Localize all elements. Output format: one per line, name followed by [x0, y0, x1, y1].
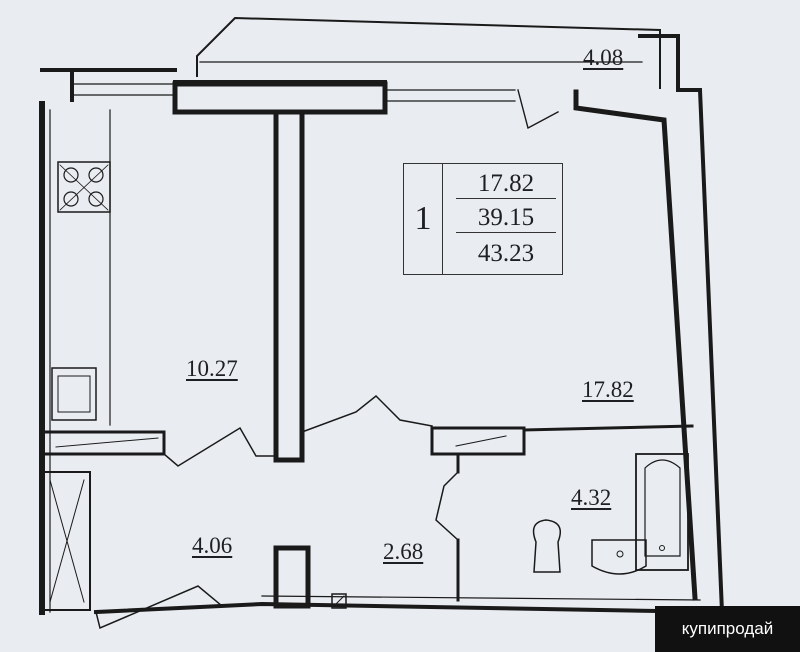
- summary-total-area: 43.23: [477, 240, 535, 267]
- outer-wall-top: [40, 68, 177, 102]
- wardrobe: [41, 471, 91, 611]
- balcony-area-label: 4.08: [583, 45, 624, 70]
- corridor-area-label: 2.68: [383, 539, 424, 564]
- bathtub: [635, 453, 689, 571]
- watermark-badge: купипродай: [655, 606, 800, 652]
- outer-wall-right: [638, 34, 725, 615]
- living-room-area-label: 17.82: [582, 377, 634, 402]
- bottom-wall-inner: [261, 595, 701, 601]
- outer-wall-bottom: [93, 601, 717, 615]
- living-door: [301, 394, 433, 433]
- washbasin: [591, 539, 647, 575]
- toilet: [532, 519, 561, 573]
- inner-wall-right: [573, 89, 698, 601]
- bathroom-area-label: 4.32: [571, 485, 612, 510]
- kitchen-partition: [40, 430, 166, 456]
- bath-door: [435, 470, 460, 542]
- balcony-outline: [196, 16, 661, 89]
- summary-living-area: 17.82: [456, 170, 556, 199]
- balcony-door: [517, 89, 559, 130]
- stub-wall: [273, 545, 311, 609]
- summary-living-total: 39.15: [456, 204, 556, 233]
- hall-area-label: 4.06: [192, 533, 233, 558]
- rooms-count: 1: [404, 164, 443, 274]
- t-wall-top: [172, 81, 388, 115]
- kitchen-door: [162, 426, 277, 467]
- kitchen-area-label: 10.27: [186, 356, 238, 381]
- vent-shaft: [331, 593, 347, 609]
- kitchen-sink: [51, 367, 97, 421]
- t-wall-stem: [273, 109, 305, 463]
- bath-wall-top: [430, 426, 526, 456]
- bath-wall: [456, 424, 694, 602]
- entrance-door: [95, 585, 224, 630]
- summary-table: 1 17.82 39.15 43.23: [403, 163, 563, 275]
